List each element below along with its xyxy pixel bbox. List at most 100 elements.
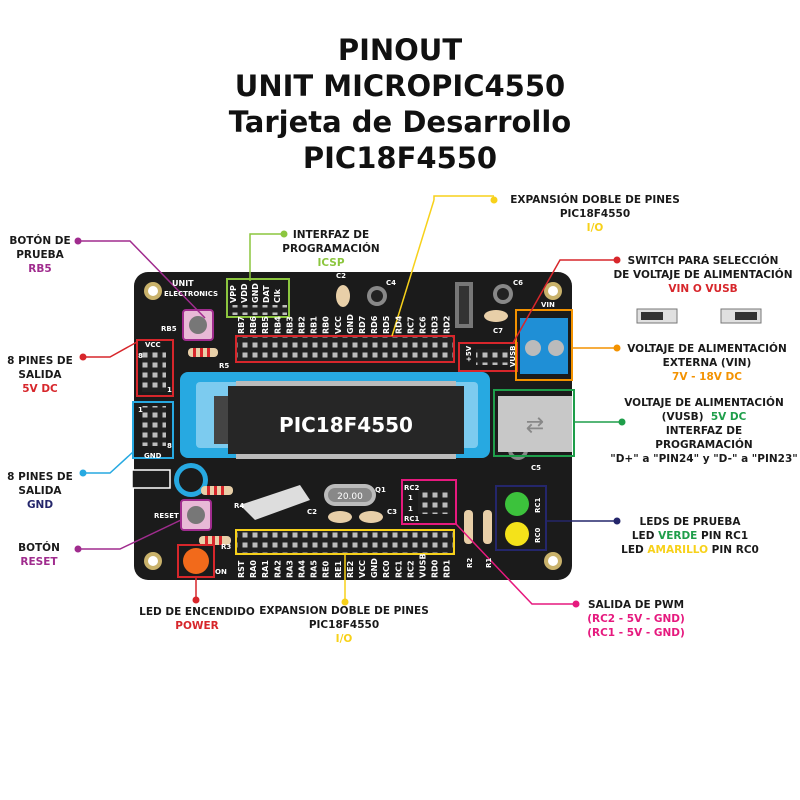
icsp-pin-label-1: VDD — [240, 283, 249, 303]
top-pin-label-13: RD4 — [394, 315, 403, 334]
bottom-pin-label-11: GND — [370, 558, 379, 578]
bottom-pin-label-2: RA1 — [261, 560, 270, 578]
bottom-pin-label-14: RC2 — [406, 560, 415, 578]
title-line-2: UNIT MICROPIC4550 — [234, 69, 566, 103]
pwm-header — [401, 479, 457, 525]
vin-silk: VIN — [541, 301, 555, 309]
q1-silk: Q1 — [375, 486, 386, 494]
rb5-silk: RB5 — [161, 325, 177, 333]
bottom-pin-label-7: RE0 — [322, 560, 331, 578]
switch-icons — [636, 308, 762, 324]
rc2-silk: RC2 — [404, 484, 420, 492]
eight-b-silk: 8 — [167, 442, 172, 450]
top-pin-header — [235, 335, 455, 363]
usb-connector — [493, 389, 575, 457]
bottom-pin-label-17: RD1 — [443, 559, 452, 578]
mounting-holes — [144, 282, 562, 570]
r5-silk: R5 — [219, 362, 229, 370]
callout-pwm: SALIDA DE PWM (RC2 - 5V - GND) (RC1 - 5V… — [587, 599, 685, 639]
c5-silk: C5 — [531, 464, 541, 472]
crystal-label: 20.00 — [337, 492, 363, 502]
c2b-silk: C2 — [307, 508, 317, 516]
top-pin-label-11: RD6 — [370, 315, 379, 334]
callout-leds: LEDS DE PRUEBA LED VERDE PIN RC1 LED AMA… — [621, 516, 759, 556]
brand-unit: UNIT — [172, 279, 194, 288]
vcc-silk: VCC — [145, 341, 161, 349]
top-pin-label-0: RB7 — [237, 316, 246, 334]
bottom-pin-label-1: RA0 — [249, 560, 258, 578]
callout-led-power: LED DE ENCENDIDO POWER — [139, 606, 255, 632]
bottom-pin-label-4: RA3 — [285, 560, 294, 578]
callout-icsp: INTERFAZ DE PROGRAMACIÓN ICSP — [282, 229, 380, 269]
callout-boton-prueba: BOTÓN DE PRUEBA RB5 — [9, 235, 71, 275]
bottom-pin-label-3: RA2 — [273, 560, 282, 578]
callout-boton-reset: BOTÓN RESET — [18, 542, 60, 568]
r1-silk: R1 — [485, 558, 493, 568]
reset-silk: RESET — [154, 512, 179, 520]
yellow-led — [505, 522, 529, 546]
vusb-silk: VUSB — [509, 346, 517, 367]
rc1-led-silk: RC1 — [534, 497, 542, 513]
callout-expansion-bottom: EXPANSION DOBLE DE PINES PIC18F4550 I/O — [259, 605, 429, 645]
c3-silk: C3 — [387, 508, 397, 516]
callout-pines-5v: 8 PINES DE SALIDA 5V DC — [7, 355, 73, 395]
top-pin-label-4: RB3 — [285, 316, 294, 334]
pic-chip — [228, 386, 464, 454]
top-pin-label-17: RD2 — [443, 316, 452, 334]
brand-electronics: ELECTRONICS — [164, 290, 218, 298]
power-led — [183, 548, 209, 574]
bottom-pin-label-9: RE2 — [346, 561, 355, 578]
vcc-pin-header — [136, 339, 174, 397]
c7-silk: C7 — [493, 327, 503, 335]
top-pin-label-2: RB5 — [261, 316, 270, 334]
eight-a-silk: 8 — [138, 352, 143, 360]
r3-silk: R3 — [221, 543, 231, 551]
green-led — [505, 492, 529, 516]
c2-silk: C2 — [336, 272, 346, 280]
top-pin-label-1: RB6 — [249, 316, 258, 334]
svg-text:⇄: ⇄ — [526, 413, 544, 438]
callout-pines-gnd: 8 PINES DE SALIDA GND — [7, 471, 73, 511]
bottom-pin-label-12: RC0 — [382, 560, 391, 578]
top-pin-label-6: RB1 — [310, 316, 319, 334]
top-pin-label-14: RC7 — [406, 316, 415, 334]
top-pin-label-8: VCC — [334, 316, 343, 334]
title-line-1: PINOUT — [337, 33, 463, 67]
top-pin-label-3: RB4 — [273, 316, 282, 334]
bottom-pin-label-16: RD0 — [431, 559, 440, 578]
top-pin-label-12: RD5 — [382, 315, 391, 334]
callout-switch: SWITCH PARA SELECCIÓN DE VOLTAJE DE ALIM… — [613, 255, 793, 295]
on-silk: ON — [215, 568, 227, 576]
c4-silk: C4 — [386, 279, 396, 287]
top-pin-label-10: RD7 — [358, 316, 367, 334]
rc1-silk: RC1 — [404, 515, 420, 523]
vin-terminal — [515, 309, 573, 381]
c6-silk: C6 — [513, 279, 523, 287]
icsp-pin-label-4: Clk — [273, 288, 282, 303]
bottom-pin-label-6: RA5 — [310, 560, 319, 578]
gnd-silk: GND — [144, 452, 162, 460]
callout-vin: VOLTAJE DE ALIMENTACIÓN EXTERNA (VIN) 7V… — [627, 343, 787, 383]
chip-label: PIC18F4550 — [279, 413, 413, 437]
bottom-pin-label-10: VCC — [358, 560, 367, 578]
rc0-led-silk: RC0 — [534, 527, 542, 543]
top-pin-label-15: RC6 — [419, 316, 428, 334]
one-c-silk: 1 — [408, 494, 413, 502]
test-leds-box — [495, 485, 547, 551]
top-pin-label-5: RB2 — [298, 316, 307, 334]
top-pin-label-7: RB0 — [322, 316, 331, 334]
title-line-4: PIC18F4550 — [302, 141, 498, 175]
top-pin-label-16: RD3 — [431, 316, 440, 334]
icsp-pin-label-0: VPP — [229, 285, 238, 303]
one-b-silk: 1 — [138, 406, 143, 414]
callout-expansion-top: EXPANSIÓN DOBLE DE PINES PIC18F4550 I/O — [510, 194, 680, 234]
one-a-silk: 1 — [167, 386, 172, 394]
top-pin-label-9: GND — [346, 314, 355, 334]
bottom-pin-label-13: RC1 — [394, 560, 403, 578]
icsp-header — [226, 278, 290, 318]
one-d-silk: 1 — [408, 505, 413, 513]
title-line-3: Tarjeta de Desarrollo — [228, 105, 572, 139]
bottom-pin-label-5: RA4 — [298, 560, 307, 578]
